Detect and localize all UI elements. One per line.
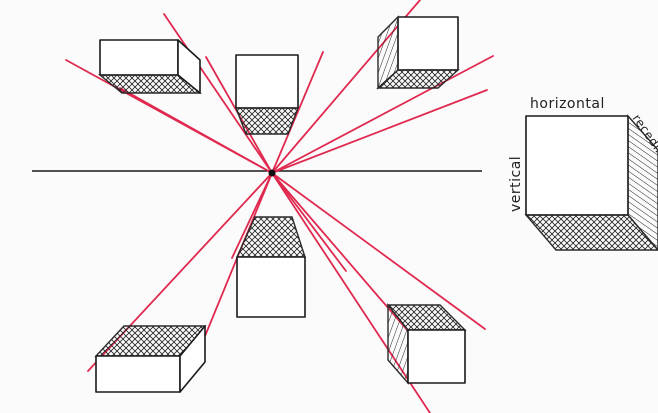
orthogonal-line bbox=[271, 172, 347, 272]
box-top-right bbox=[376, 15, 460, 90]
reference-box: horizontal vertical receding bbox=[508, 96, 658, 252]
orthogonal-line bbox=[231, 172, 273, 259]
label-vertical: vertical bbox=[508, 156, 524, 212]
orthogonal-line bbox=[163, 13, 273, 174]
box-center-below bbox=[235, 216, 306, 318]
orthogonal-line bbox=[271, 51, 324, 174]
label-horizontal: horizontal bbox=[530, 96, 605, 112]
orthogonal-line bbox=[271, 55, 494, 174]
orthogonal-line bbox=[271, 172, 486, 330]
box-top-left bbox=[98, 39, 202, 94]
orthogonal-line bbox=[195, 172, 273, 359]
box-bottom-left bbox=[94, 325, 207, 393]
orthogonal-line bbox=[119, 87, 273, 174]
box-bottom-right bbox=[386, 303, 467, 385]
orthogonal-line bbox=[271, 89, 488, 174]
box-top-center bbox=[234, 54, 300, 135]
vanishing-point bbox=[268, 169, 276, 177]
